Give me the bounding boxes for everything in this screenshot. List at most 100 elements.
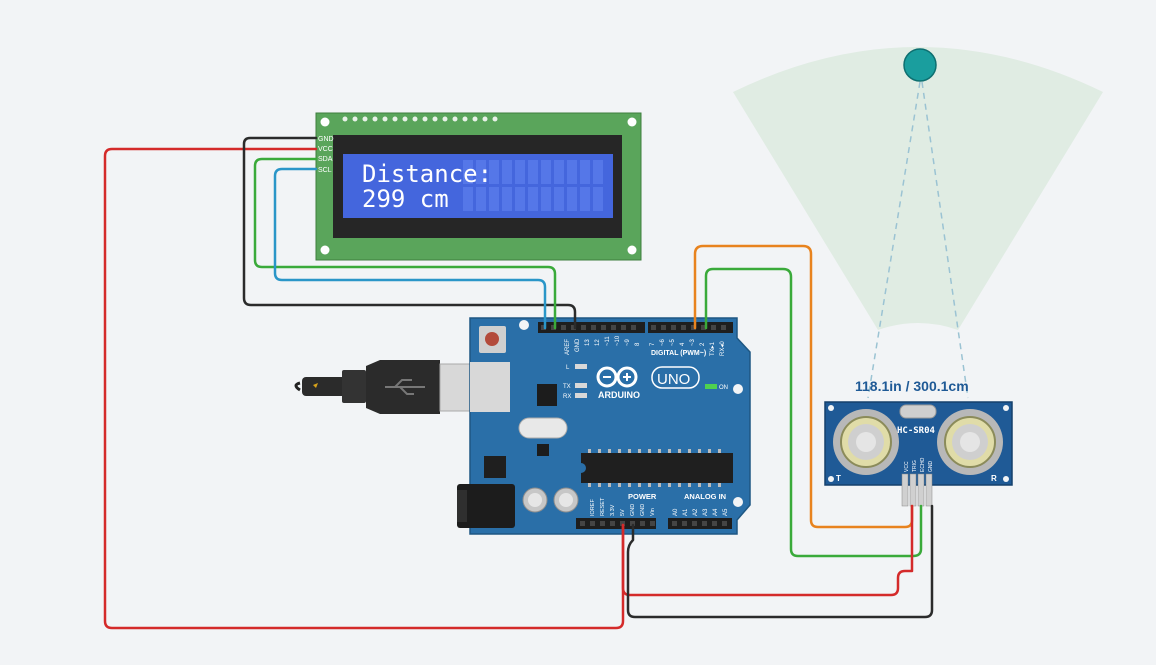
reset-button-cap[interactable] [485,332,499,346]
power-pin-labels: IOREF RESET 3.3V 5V GND GND Vin [590,497,656,516]
sensor-pins[interactable] [901,473,933,507]
pin-label: 2 [700,342,706,346]
pin-label: GND [575,338,581,352]
power-jack [457,484,515,528]
pin-label: A1 [683,508,689,516]
pin-label: A2 [693,508,699,516]
led-rx-label: RX [563,394,571,400]
sensor-model-label: HC-SR04 [897,426,936,436]
digital-pin-labels: AREF GND 13 12 ~11 ~10 ~9 8 7 ~6 ~5 4 ~3… [565,335,726,356]
pin-label: 8 [635,342,641,346]
mounting-hole [828,405,834,411]
wire-blue-scl[interactable] [273,167,547,330]
mounting-hole [519,320,529,330]
uno-badge [651,366,700,389]
pin-label: 3.3V [610,504,616,516]
atmega-chip [581,453,733,483]
pin-label: TRIG [912,460,918,472]
wire-green-sda[interactable] [253,157,557,330]
sensor-t-label: T [836,474,841,483]
sensor-pin-labels: VCC TRIG ECHO GND [904,457,934,472]
mounting-hole [627,245,637,255]
digital-header-sockets [541,325,726,330]
pin-label: ~11 [605,336,611,346]
wire-black-gnd-lcd[interactable] [242,136,577,330]
pin-label: 4 [680,342,686,346]
led-tx [575,383,587,388]
pin-label: AREF [565,339,571,355]
led-on [705,384,717,389]
usb-b-port [470,362,510,412]
voltage-regulator [484,456,506,478]
pin-label: A3 [703,508,709,516]
analog-header[interactable] [668,518,732,529]
sensor-r-label: R [991,474,997,483]
pin-label: Vin [650,508,656,516]
pin-label: VCC [904,461,910,472]
pin-label: GND [630,504,636,516]
pin-label: RX◂0 [720,341,726,356]
mounting-hole [320,245,330,255]
sensor-range-area [733,47,1103,330]
analog-pin-labels: A0 A1 A2 A3 A4 A5 [673,508,729,516]
uno-label: UNO [657,371,690,388]
lcd-char-cells [463,160,603,211]
pin-label: 5V [620,509,626,516]
led-on-label: ON [719,385,728,391]
lcd-header-pins [342,116,498,122]
mounting-hole [1003,405,1009,411]
small-chip [537,444,549,456]
pin-label: ~10 [615,335,621,346]
pin-label: RESET [600,497,606,516]
power-label: POWER [628,492,657,501]
target-object[interactable] [903,48,937,82]
pin-label: GND [928,461,934,473]
lcd-line-1: Distance: [362,160,492,188]
usb-chip [537,384,557,406]
lcd-pin-gnd: GND [318,136,334,143]
wire-green-echo[interactable] [704,267,923,558]
lcd-line-2: 299 cm [362,185,449,213]
analog-label: ANALOG IN [684,492,726,501]
led-tx-label: TX [563,384,571,390]
receiver [937,409,1003,475]
pin-label: ~5 [670,338,676,346]
mounting-hole [828,476,834,482]
pin-label: 7 [650,342,656,346]
lcd-pin-sda: SDA [318,156,333,163]
pin-label: GND [640,504,646,516]
led-l-label: L [566,365,570,371]
chip-legs [588,449,721,487]
wire-black-sensor-gnd[interactable] [626,504,934,619]
arduino-logo-icon [596,366,638,388]
pin-label: 12 [595,339,601,346]
wire-orange-trig[interactable] [693,244,914,529]
lcd-module[interactable]: Distance: 299 cm GND VCC SDA SCL [315,112,642,261]
arduino-uno-board[interactable]: AREF GND 13 12 ~11 ~10 ~9 8 7 ~6 ~5 4 ~3… [457,317,751,535]
mounting-hole [733,384,743,394]
pin-label: A0 [673,508,679,516]
sensor-crystal [899,404,937,419]
sensor-reading-label: 118.1in / 300.1cm [855,378,969,394]
beam-line-left [867,81,921,399]
pin-label: TX▸1 [710,341,716,356]
pin-label: 13 [585,339,591,346]
mounting-hole [320,117,330,127]
wire-red-vcc[interactable] [103,147,625,630]
lcd-pin-vcc: VCC [318,146,333,153]
ultrasonic-sensor[interactable]: HC-SR04 T R VCC TRIG ECHO GND [824,401,1013,507]
crystal-oscillator [518,417,568,439]
led-l [575,364,587,369]
lcd-pin-scl: SCL [318,167,332,174]
pin-label: ~3 [690,338,696,346]
pin-label: A4 [713,508,719,516]
power-header[interactable] [576,518,656,529]
led-rx [575,393,587,398]
bottom-header-sockets [580,521,727,526]
mounting-hole [1003,476,1009,482]
pin-label: ECHO [920,457,926,472]
lightning-icon [313,383,318,388]
usb-icon [385,379,425,395]
wire-red-sensor-vcc[interactable] [621,504,914,597]
